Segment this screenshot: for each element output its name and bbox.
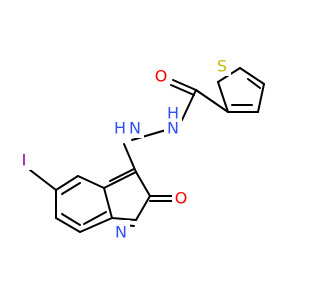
bond xyxy=(83,211,107,225)
bond xyxy=(111,217,137,221)
bond xyxy=(55,217,81,233)
bond xyxy=(257,83,265,113)
label-mask xyxy=(164,117,182,137)
bond xyxy=(103,187,113,219)
bond xyxy=(61,213,81,226)
bond xyxy=(195,89,229,113)
atom-o-carbonyl: O xyxy=(155,67,168,86)
bond xyxy=(172,79,197,91)
bond xyxy=(131,129,167,141)
atom-labels: S O H N H N I O N xyxy=(17,56,231,242)
bond xyxy=(247,78,261,89)
label-mask xyxy=(112,220,130,240)
bond xyxy=(135,171,151,197)
bond xyxy=(79,217,113,233)
atom-s: S xyxy=(217,57,227,76)
bond-skeleton xyxy=(29,67,265,233)
molecule-structure-diagram: S O H N H N I O N xyxy=(17,56,265,242)
label-mask xyxy=(17,150,31,170)
bond xyxy=(181,89,197,121)
label-mask xyxy=(213,56,231,76)
atom-n-1: N xyxy=(167,119,179,138)
bond xyxy=(77,175,105,189)
bond xyxy=(123,143,137,173)
label-mask xyxy=(114,118,144,138)
bond xyxy=(103,171,137,189)
label-mask xyxy=(172,188,190,208)
atom-i: I xyxy=(22,151,27,170)
bond xyxy=(61,182,81,195)
bond xyxy=(29,169,57,191)
atom-h-2: H xyxy=(114,119,126,138)
atom-n-ring: N xyxy=(115,223,127,242)
bond xyxy=(170,84,195,96)
atom-h-1: H xyxy=(167,104,179,123)
bond xyxy=(109,168,135,182)
bond xyxy=(239,67,265,85)
bond xyxy=(217,81,229,113)
atom-o-lactam: O xyxy=(175,189,188,208)
atom-n-2: N xyxy=(129,119,141,138)
bond xyxy=(55,175,79,191)
label-mask xyxy=(152,66,170,86)
bond xyxy=(135,195,151,221)
